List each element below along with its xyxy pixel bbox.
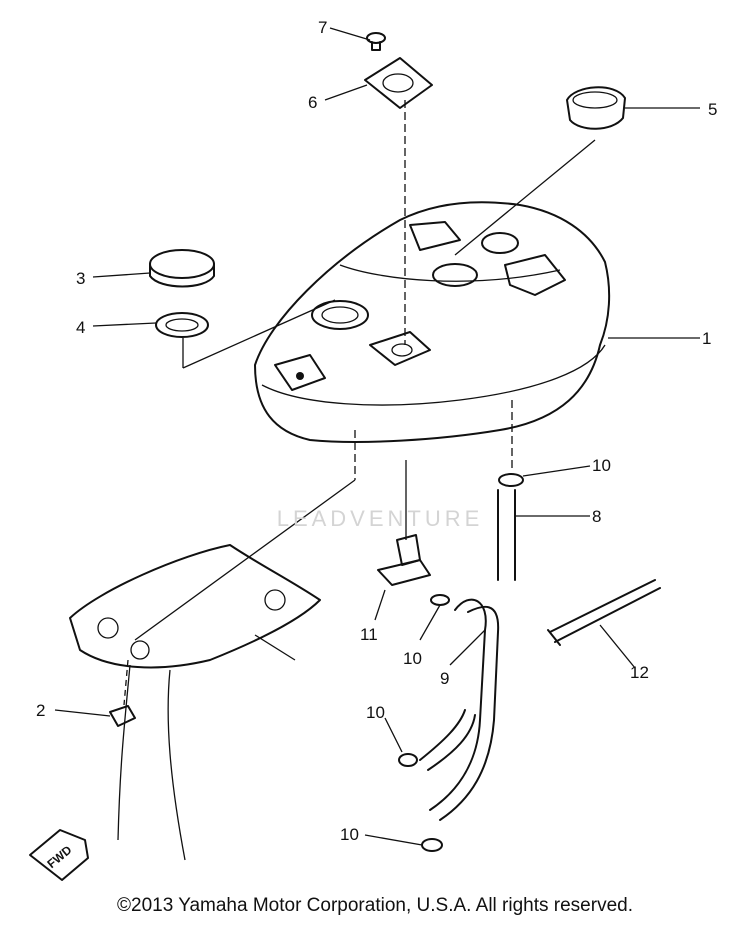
rubber-part bbox=[109, 705, 136, 727]
callout-10-top: 10 bbox=[592, 456, 611, 475]
callout-9: 9 bbox=[440, 669, 449, 688]
callout-labels: 7 6 5 3 4 1 10 8 11 10 9 12 2 10 10 bbox=[36, 18, 717, 844]
fuel-tank bbox=[254, 201, 611, 443]
hose-9-part bbox=[429, 598, 500, 821]
fuel-cap-part bbox=[566, 86, 626, 130]
callout-10-lower: 10 bbox=[366, 703, 385, 722]
gasket-part bbox=[155, 312, 209, 338]
hose-part bbox=[497, 489, 516, 581]
fuel-cock-part bbox=[377, 460, 431, 586]
callout-6: 6 bbox=[308, 93, 317, 112]
band-part bbox=[547, 579, 661, 646]
callout-4: 4 bbox=[76, 318, 85, 337]
watermark: LEADVENTURE bbox=[276, 506, 484, 531]
callout-12: 12 bbox=[630, 663, 649, 682]
callout-2: 2 bbox=[36, 701, 45, 720]
copyright-notice: ©2013 Yamaha Motor Corporation, U.S.A. A… bbox=[117, 895, 633, 916]
callout-8: 8 bbox=[592, 507, 601, 526]
callout-10-mid: 10 bbox=[403, 649, 422, 668]
callout-7: 7 bbox=[318, 18, 327, 37]
callout-1: 1 bbox=[702, 329, 711, 348]
short-hoses bbox=[419, 709, 476, 771]
leader-lines bbox=[54, 27, 700, 846]
callout-11: 11 bbox=[360, 625, 378, 644]
screw-part bbox=[366, 32, 386, 51]
plate-part bbox=[364, 57, 433, 109]
frame-bracket bbox=[69, 544, 321, 861]
callout-10-bottom: 10 bbox=[340, 825, 359, 844]
callout-5: 5 bbox=[708, 100, 717, 119]
fwd-label: FWD bbox=[44, 843, 74, 872]
fwd-arrow-icon: FWD bbox=[29, 829, 89, 881]
callout-3: 3 bbox=[76, 269, 85, 288]
cap-part bbox=[149, 249, 215, 288]
